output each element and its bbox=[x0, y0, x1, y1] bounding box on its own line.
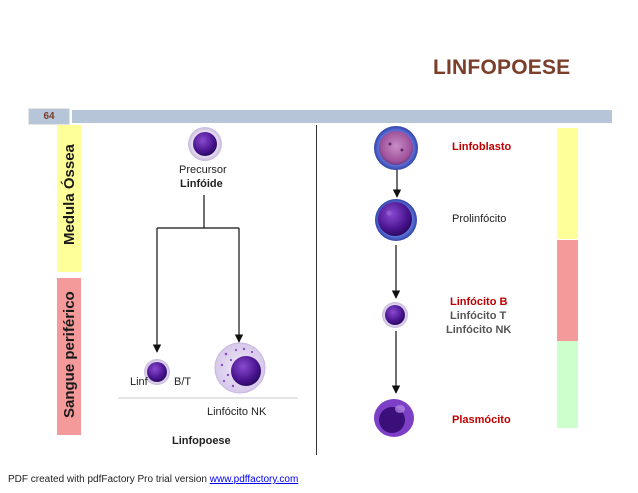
page-title: LINFOPOESE bbox=[433, 56, 571, 79]
linfocito-bt-label-right: B/T bbox=[174, 376, 192, 388]
linfocito-b-label: Linfócito B bbox=[450, 296, 508, 308]
linfoblasto-label: Linfoblasto bbox=[452, 141, 512, 153]
stage-bar-green bbox=[557, 341, 578, 428]
lymphocyte-nk-cell bbox=[214, 342, 266, 394]
linfocito-nk-label: Linfócito NK bbox=[207, 406, 267, 418]
linfocito-t-label: Linfócito T bbox=[450, 310, 507, 322]
maturation-arrows bbox=[391, 168, 402, 394]
precursor-cell bbox=[188, 127, 222, 161]
column-divider bbox=[316, 125, 317, 455]
sangue-periferico-band: Sangue periférico bbox=[57, 278, 81, 435]
page-number: 64 bbox=[43, 111, 55, 122]
lymphocyte-bt-cell bbox=[144, 359, 170, 385]
linfopoese-caption: Linfopoese bbox=[172, 435, 231, 447]
footer-prefix: PDF created with pdfFactory Pro trial ve… bbox=[8, 474, 210, 485]
plasmocito-cell bbox=[374, 399, 414, 437]
linfocito-nk-right-label: Linfócito NK bbox=[446, 324, 512, 336]
page-number-box: 64 bbox=[28, 108, 70, 125]
footer-text: PDF created with pdfFactory Pro trial ve… bbox=[8, 474, 298, 485]
header-bar bbox=[72, 110, 612, 123]
stage-bar-yellow bbox=[557, 128, 578, 239]
linfocito-bt-label-left: Linf bbox=[130, 376, 148, 388]
lineage-tree-lines bbox=[152, 195, 244, 353]
linfoblasto-cell bbox=[374, 126, 418, 170]
linfocito-mature-cell bbox=[382, 302, 408, 328]
footer-link[interactable]: www.pdffactory.com bbox=[209, 474, 299, 485]
plasmocito-label: Plasmócito bbox=[452, 414, 511, 426]
stage-bar-red bbox=[557, 240, 578, 341]
prolinfocito-label: Prolinfócito bbox=[452, 213, 507, 225]
prolinfocito-cell bbox=[375, 199, 417, 241]
linfoide-label: Linfóide bbox=[180, 178, 223, 190]
medula-ossea-band: Medula Óssea bbox=[57, 125, 81, 272]
precursor-label: Precursor bbox=[179, 164, 227, 176]
